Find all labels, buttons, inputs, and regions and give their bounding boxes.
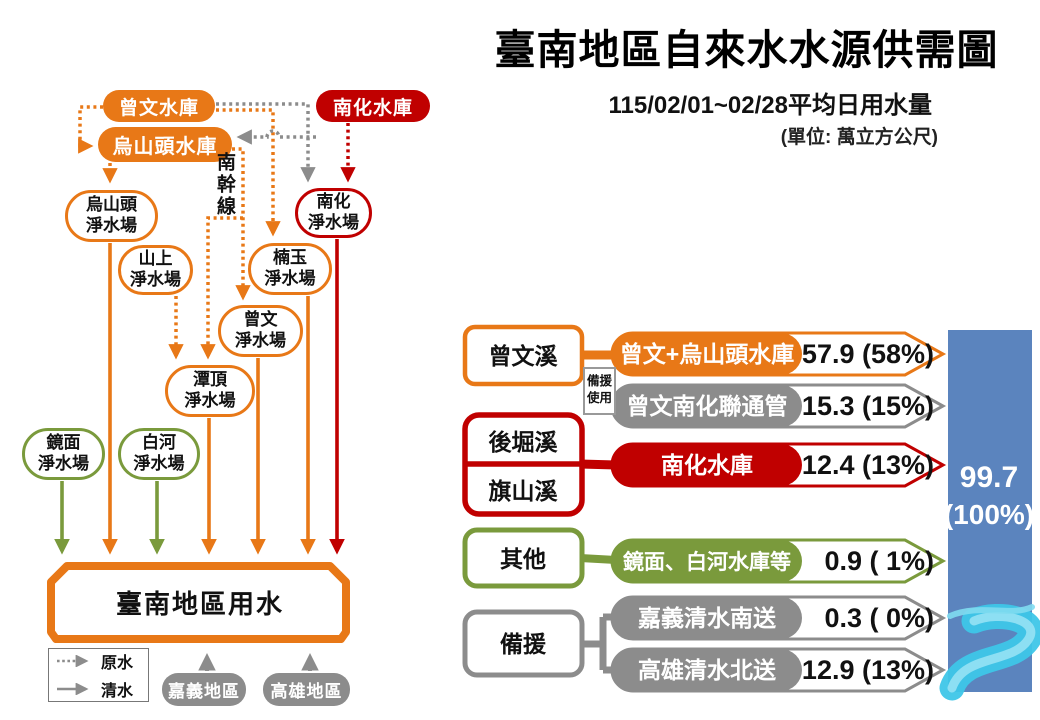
- plant-baihe-line2: 淨水場: [133, 454, 185, 473]
- group-label-zengwen-creek: 曾文溪: [489, 343, 559, 369]
- legend-clean-label: 清水: [101, 683, 134, 700]
- jiayi-label: 嘉義地區: [168, 682, 240, 701]
- gaoxiong-label: 高雄地區: [270, 682, 343, 701]
- group-box-backup: [462, 609, 585, 678]
- row-value-4: 0.3 ( 0%): [824, 603, 934, 633]
- supply-chart: 99.7 (100%) 曾文溪 後堀溪 旗山溪 其他 備援: [462, 324, 1040, 701]
- clean-water-lines: [54, 239, 345, 671]
- legend: 原水 清水: [48, 648, 149, 702]
- line-trunk-branch-to-tanding-plant: [200, 216, 243, 360]
- plant-tanding-line2: 淨水場: [184, 391, 236, 410]
- plant-nanyu-line1: 楠玉: [273, 248, 307, 268]
- row-label-3: 鏡面、白河水庫等: [623, 550, 791, 574]
- row-label-1: 曾文南化聯通管: [627, 393, 788, 419]
- plant-baihe-line1: 白河: [142, 433, 176, 453]
- group-label-houku-creek: 後堀溪: [489, 429, 559, 455]
- page-title: 臺南地區自來水水源供需圖: [494, 27, 999, 73]
- group-box-other: [462, 527, 585, 589]
- plant-shanshang-line1: 山上: [138, 249, 173, 269]
- group-label-backup: 備援: [500, 631, 547, 657]
- row-value-0: 57.9 (58%): [802, 339, 934, 369]
- plant-zengwen: 曾文 淨水場: [218, 305, 303, 357]
- solid-arrow-icon: [57, 683, 89, 695]
- legend-raw-label: 原水: [101, 655, 134, 672]
- external-region-jiayi: 嘉義地區: [162, 673, 246, 706]
- reservoir-wushantou: 烏山頭水庫: [98, 127, 232, 162]
- unit-note: (單位: 萬立方公尺): [780, 127, 938, 148]
- row-label-0: 曾文+烏山頭水庫: [620, 341, 794, 367]
- plant-nanhua-line1: 南化: [316, 192, 351, 212]
- legend-raw-water: 原水: [55, 649, 142, 673]
- line-nanhua-to-wushantou-backup: [236, 129, 316, 145]
- group-connectors: [579, 350, 620, 674]
- plant-shanshang-line2: 淨水場: [130, 270, 181, 289]
- external-region-gaoxiong: 高雄地區: [263, 673, 350, 706]
- row-value-5: 12.9 (13%): [802, 655, 934, 685]
- line-zengwen-to-wushantou-reservoir: [78, 105, 103, 154]
- plant-nanhua-line2: 淨水場: [308, 213, 359, 232]
- legend-clean-water: 清水: [55, 677, 142, 701]
- row-pill-1: [612, 385, 802, 427]
- flow-lines-layer: [47, 102, 356, 671]
- row-label-4: 嘉義清水南送: [638, 605, 776, 631]
- reservoir-zengwen-label: 曾文水庫: [118, 97, 199, 119]
- total-percent: (100%): [944, 499, 1034, 530]
- demand-box-label: 臺南地區用水: [115, 588, 284, 619]
- total-value: 99.7: [960, 461, 1018, 494]
- plant-zengwen-line2: 淨水場: [235, 331, 286, 350]
- subtitle-date-range: 115/02/01~02/28平均日用水量: [608, 92, 932, 119]
- reservoir-nanhua: 南化水庫: [316, 90, 430, 122]
- backup-note-line2: 使用: [586, 390, 612, 405]
- group-label-qishan-creek: 旗山溪: [489, 478, 559, 504]
- plant-jingmian: 鏡面 淨水場: [22, 428, 105, 480]
- raw-water-lines: [78, 102, 356, 360]
- row-pill-3: [612, 540, 802, 582]
- row-pill-0: [612, 333, 802, 375]
- plant-baihe: 白河 淨水場: [118, 428, 200, 480]
- chart-rows: 曾文+烏山頭水庫 57.9 (58%) 曾文南化聯通管 15.3 (15%) 南…: [610, 331, 947, 693]
- plant-nanyu: 楠玉 淨水場: [248, 243, 332, 295]
- row-label-2: 南化水庫: [661, 452, 753, 478]
- group-boxes: 曾文溪 後堀溪 旗山溪 其他 備援: [462, 324, 585, 678]
- group-label-other: 其他: [500, 546, 546, 572]
- row-value-3: 0.9 ( 1%): [824, 546, 934, 576]
- plant-tanding: 潭頂 淨水場: [165, 365, 255, 417]
- row-value-1: 15.3 (15%): [802, 391, 934, 421]
- plant-wushantou: 烏山頭 淨水場: [65, 190, 158, 242]
- line-zengwen-to-nanyu-plant: [216, 108, 281, 237]
- backup-use-note: 備援 使用: [583, 367, 616, 415]
- header: 臺南地區自來水水源供需圖 115/02/01~02/28平均日用水量 (單位: …: [455, 16, 1038, 149]
- row-pill-4: [612, 597, 802, 639]
- plant-wushantou-line2: 淨水場: [86, 216, 137, 235]
- plant-nanyu-line2: 淨水場: [264, 269, 316, 288]
- row-value-2: 12.4 (13%): [802, 450, 934, 480]
- reservoir-wushantou-label: 烏山頭水庫: [112, 136, 218, 158]
- dashed-arrow-icon: [57, 655, 89, 667]
- plant-zengwen-line1: 曾文: [243, 310, 278, 330]
- plant-wushantou-line1: 烏山頭: [86, 195, 137, 215]
- plant-jingmian-line2: 淨水場: [38, 454, 89, 473]
- group-box-zengwen-creek: [462, 324, 585, 387]
- backup-note-line1: 備援: [587, 373, 613, 388]
- trunk-line-label: 南幹線: [214, 152, 235, 218]
- row-pill-5: [612, 649, 802, 691]
- reservoir-zengwen: 曾文水庫: [103, 90, 215, 122]
- plant-shanshang: 山上 淨水場: [118, 245, 193, 295]
- row-label-5: 高雄清水北送: [638, 657, 776, 683]
- river-graphic: [939, 603, 1040, 701]
- plant-nanhua: 南化 淨水場: [295, 188, 372, 238]
- reservoir-nanhua-label: 南化水庫: [332, 97, 413, 119]
- plant-tanding-line1: 潭頂: [193, 370, 227, 390]
- plant-jingmian-line1: 鏡面: [46, 433, 81, 453]
- demand-box-outline: [47, 562, 350, 643]
- row-pill-2: [612, 444, 802, 486]
